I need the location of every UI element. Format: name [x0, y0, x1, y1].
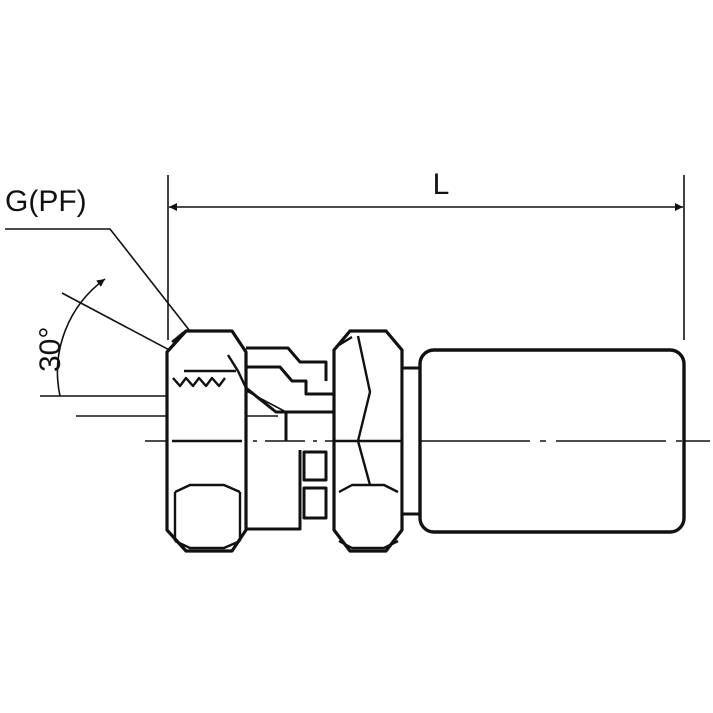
swivel-nut	[165, 329, 248, 553]
body-hex	[332, 329, 404, 553]
length-label: L	[433, 168, 450, 201]
angle-label: 30°	[34, 327, 67, 372]
thread-label: G(PF)	[5, 185, 87, 218]
thread-leader	[5, 228, 223, 373]
angle-arc	[56, 278, 106, 397]
nipple-body	[245, 346, 354, 531]
internal-thread	[172, 376, 226, 388]
length-dimension	[167, 175, 685, 340]
